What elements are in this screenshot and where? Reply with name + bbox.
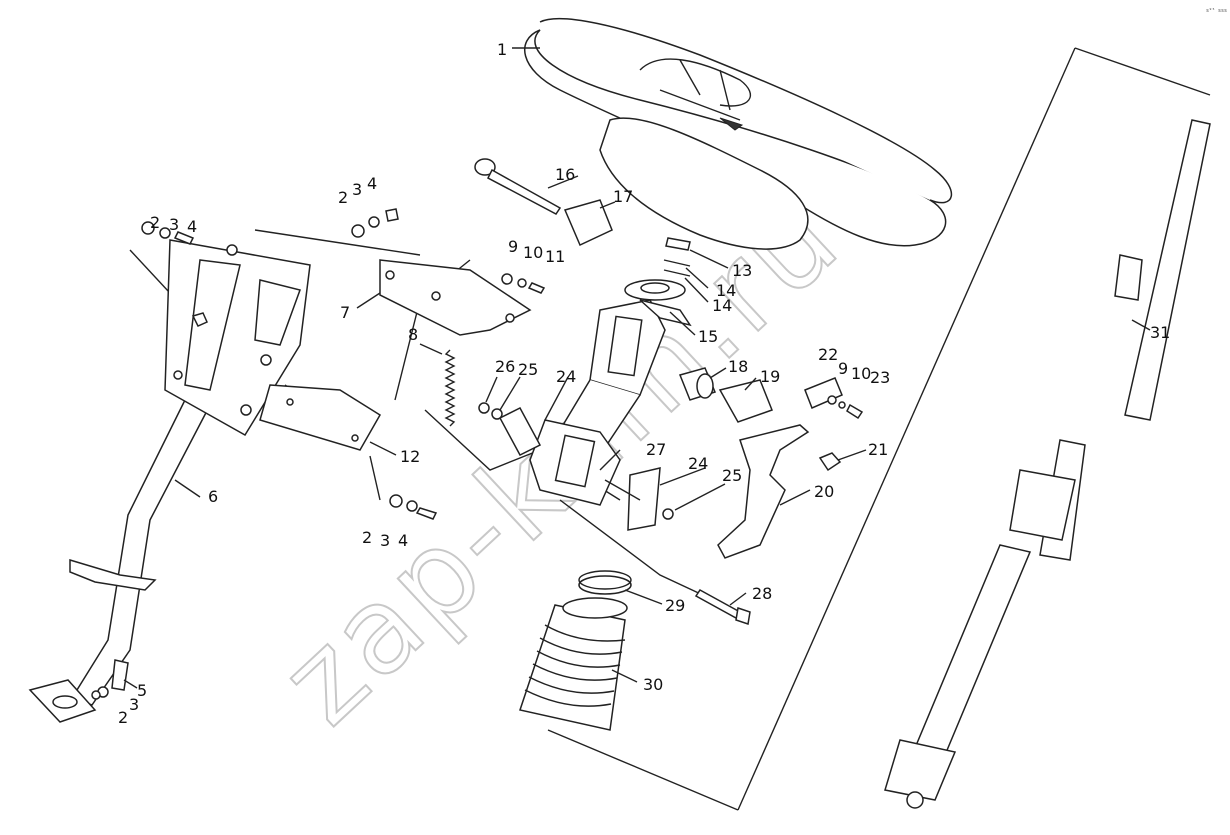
label-9: 9 <box>508 237 518 256</box>
label-10: 10 <box>851 364 871 383</box>
label-3: 3 <box>380 531 390 550</box>
label-9: 9 <box>838 359 848 378</box>
label-3: 3 <box>129 695 139 714</box>
label-2: 2 <box>118 708 128 727</box>
label-20: 20 <box>814 482 834 501</box>
label-21: 21 <box>868 440 888 459</box>
label-8: 8 <box>408 325 418 344</box>
label-18: 18 <box>728 357 748 376</box>
label-14: 14 <box>716 281 736 300</box>
label-22: 22 <box>818 345 838 364</box>
label-26: 26 <box>495 357 515 376</box>
label-15: 15 <box>698 327 718 346</box>
label-14: 14 <box>712 296 732 315</box>
label-24: 24 <box>688 454 708 473</box>
label-13: 13 <box>732 261 752 280</box>
label-11: 11 <box>545 247 565 266</box>
nut-21 <box>818 452 842 472</box>
label-2: 2 <box>150 213 160 232</box>
label-6: 6 <box>208 487 218 506</box>
label-2: 2 <box>338 188 348 207</box>
label-3: 3 <box>352 180 362 199</box>
left-column-tube <box>28 239 382 723</box>
clevis-17 <box>563 199 613 247</box>
bellows-boot <box>519 570 632 731</box>
corner-code: s⁹⁵ sss <box>1206 8 1227 14</box>
leader-lines <box>123 47 1151 689</box>
label-28: 28 <box>752 584 772 603</box>
label-1: 1 <box>497 40 507 59</box>
label-29: 29 <box>665 596 685 615</box>
clevis-19 <box>718 379 773 423</box>
label-7: 7 <box>340 303 350 322</box>
tilt-lever <box>717 424 810 559</box>
label-17: 17 <box>613 187 633 206</box>
cardan-shaft <box>884 119 1211 809</box>
label-4: 4 <box>187 217 197 236</box>
fasteners <box>91 208 864 700</box>
lower-bracket <box>498 407 661 531</box>
tension-spring <box>444 349 456 427</box>
label-25: 25 <box>518 360 538 379</box>
label-4: 4 <box>367 174 377 193</box>
label-5: 5 <box>137 681 147 700</box>
label-19: 19 <box>760 367 780 386</box>
tilt-bracket <box>379 259 532 336</box>
label-25: 25 <box>722 466 742 485</box>
steering-wheel <box>524 17 953 250</box>
plate-22 <box>804 377 843 409</box>
label-3: 3 <box>169 215 179 234</box>
label-30: 30 <box>643 675 663 694</box>
bolt-16 <box>474 158 562 215</box>
label-23: 23 <box>870 368 890 387</box>
label-27: 27 <box>646 440 666 459</box>
label-10: 10 <box>523 243 543 262</box>
label-12: 12 <box>400 447 420 466</box>
label-2: 2 <box>362 528 372 547</box>
label-16: 16 <box>555 165 575 184</box>
label-4: 4 <box>398 531 408 550</box>
part-labels: 1 2 3 4 2 3 4 2 3 4 5 3 2 6 7 8 9 10 11 … <box>118 40 1170 727</box>
label-31: 31 <box>1150 323 1170 342</box>
bolt-28 <box>694 589 751 625</box>
label-24: 24 <box>556 367 576 386</box>
